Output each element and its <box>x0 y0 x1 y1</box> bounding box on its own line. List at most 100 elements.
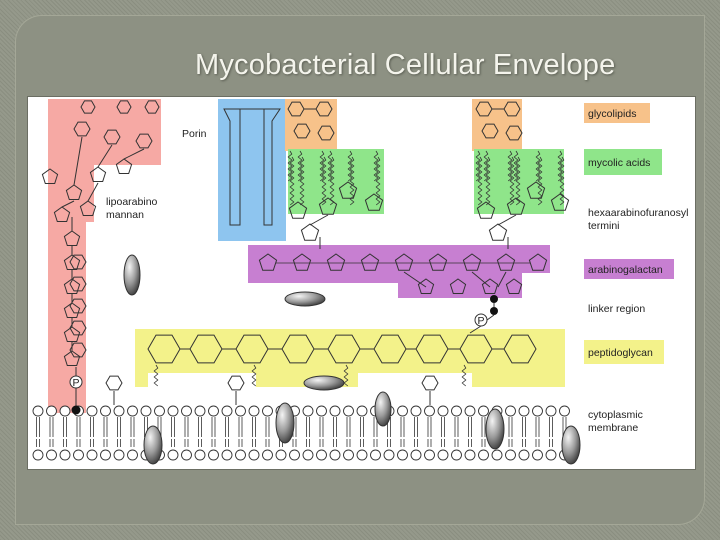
glycolipid-region-left <box>285 99 337 151</box>
lipid-head <box>410 449 422 461</box>
lipid-head <box>532 405 543 417</box>
lipid-head <box>194 405 206 417</box>
fatty-acid-chain <box>343 364 349 387</box>
pentose-ring <box>360 253 380 271</box>
hexose-ring <box>69 342 87 358</box>
bond <box>61 200 75 208</box>
fatty-acid-chain <box>289 156 295 206</box>
lipid-head <box>248 405 260 417</box>
pentose-ring <box>63 326 81 342</box>
lipid-head <box>32 405 44 417</box>
pentose-ring <box>550 193 570 211</box>
protein-ellipse <box>303 375 345 391</box>
lipid-head <box>491 449 503 461</box>
protein-ellipse <box>284 291 326 307</box>
pentose-ring <box>63 350 81 366</box>
arabinogalactan-legend-swatch <box>584 259 674 279</box>
protein-ellipse <box>275 402 295 444</box>
cytoplasmic-membrane-label-2: membrane <box>588 422 638 434</box>
lipid-head <box>356 405 368 417</box>
lipid-head <box>140 405 152 417</box>
lipid-head <box>329 405 341 417</box>
fatty-acid-chain <box>329 156 335 206</box>
fatty-acid-chain <box>515 156 521 206</box>
hexose-ring <box>73 121 91 137</box>
lipid-head <box>532 449 543 461</box>
lam-phosphate-text: P <box>73 377 80 389</box>
protein-ellipse <box>123 254 141 296</box>
peptidoglycan-chain <box>147 334 537 387</box>
fatty-acid-chain <box>287 150 293 182</box>
lipid-head <box>343 405 354 417</box>
pentose-ring <box>318 197 338 215</box>
pentose-ring <box>53 206 71 222</box>
linker-phosphate-circle <box>474 313 488 327</box>
lipid-head <box>167 405 179 417</box>
pentose-ring <box>417 278 435 294</box>
hexose-ring <box>317 125 335 141</box>
lipid-head <box>424 405 435 417</box>
lipid-head <box>464 449 476 461</box>
fatty-acid-chain <box>557 150 563 182</box>
hexose-ring <box>69 276 87 292</box>
hexose-ring <box>69 320 87 336</box>
fatty-acid-chain <box>537 156 543 206</box>
lipid-head <box>262 405 273 417</box>
pentose-ring <box>41 168 59 184</box>
lipid-head <box>316 405 327 417</box>
pentose-ring <box>496 253 516 271</box>
lipid-head <box>505 405 516 417</box>
hexose-ring <box>147 334 181 364</box>
mycolic-acids-label: mycolic acids <box>588 157 650 169</box>
lipid-head <box>221 449 233 461</box>
lipid-head <box>86 449 98 461</box>
lipid-head <box>73 449 84 461</box>
porin-subunit <box>223 108 241 226</box>
fatty-acid-chain <box>483 150 489 182</box>
lipid-head <box>235 449 246 461</box>
lipid-head <box>59 405 71 417</box>
pentose-ring <box>258 253 278 271</box>
peptidoglycan-region <box>135 329 565 387</box>
lipid-head <box>329 449 341 461</box>
lipid-head <box>437 449 449 461</box>
hexaarabinofuranosyl-label-1: hexaarabinofuranosyl <box>588 207 688 219</box>
slide-title: Mycobacterial Cellular Envelope <box>195 49 616 81</box>
fatty-acid-chain <box>559 156 565 206</box>
arabinogalactan-region <box>248 245 550 298</box>
fatty-acid-chain <box>319 150 325 182</box>
envelope-diagram-svg: P P Porin lipoarabino mannan glycolipids… <box>32 99 688 465</box>
linker-dot <box>490 295 498 303</box>
pentose-ring <box>428 253 448 271</box>
hexose-ring <box>69 298 87 314</box>
lipid-head <box>262 449 273 461</box>
lipid-head <box>451 405 462 417</box>
pentose-ring <box>506 197 526 215</box>
hexose-ring <box>481 123 499 139</box>
cytoplasmic-membrane-label-1: cytoplasmic <box>588 409 643 421</box>
hexose-ring <box>293 123 311 139</box>
fatty-acid-chain <box>509 156 515 206</box>
lipid-head <box>518 405 530 417</box>
pentose-ring <box>63 278 81 294</box>
hexaarabinofuranosyl-label-2: termini <box>588 220 620 232</box>
lipid-head <box>32 449 44 461</box>
lipid-head <box>46 449 57 461</box>
fatty-acid-chain <box>507 150 513 182</box>
porin-protein <box>223 108 281 226</box>
lipid-head <box>289 449 300 461</box>
bond <box>471 271 491 288</box>
lipid-head <box>464 405 476 417</box>
lipoarabinomannan-label-1: lipoarabino <box>106 196 158 208</box>
linker-region-label: linker region <box>588 303 645 315</box>
fatty-acid-chain <box>535 150 541 182</box>
fatty-acid-chain <box>327 150 333 182</box>
hexose-ring <box>135 133 153 149</box>
lipid-head <box>113 449 125 461</box>
pentose-ring <box>488 223 508 241</box>
lipid-head <box>86 405 98 417</box>
pentose-ring <box>394 253 414 271</box>
lipid-head <box>208 449 219 461</box>
mycolic-acid-legend-swatch <box>584 149 662 175</box>
